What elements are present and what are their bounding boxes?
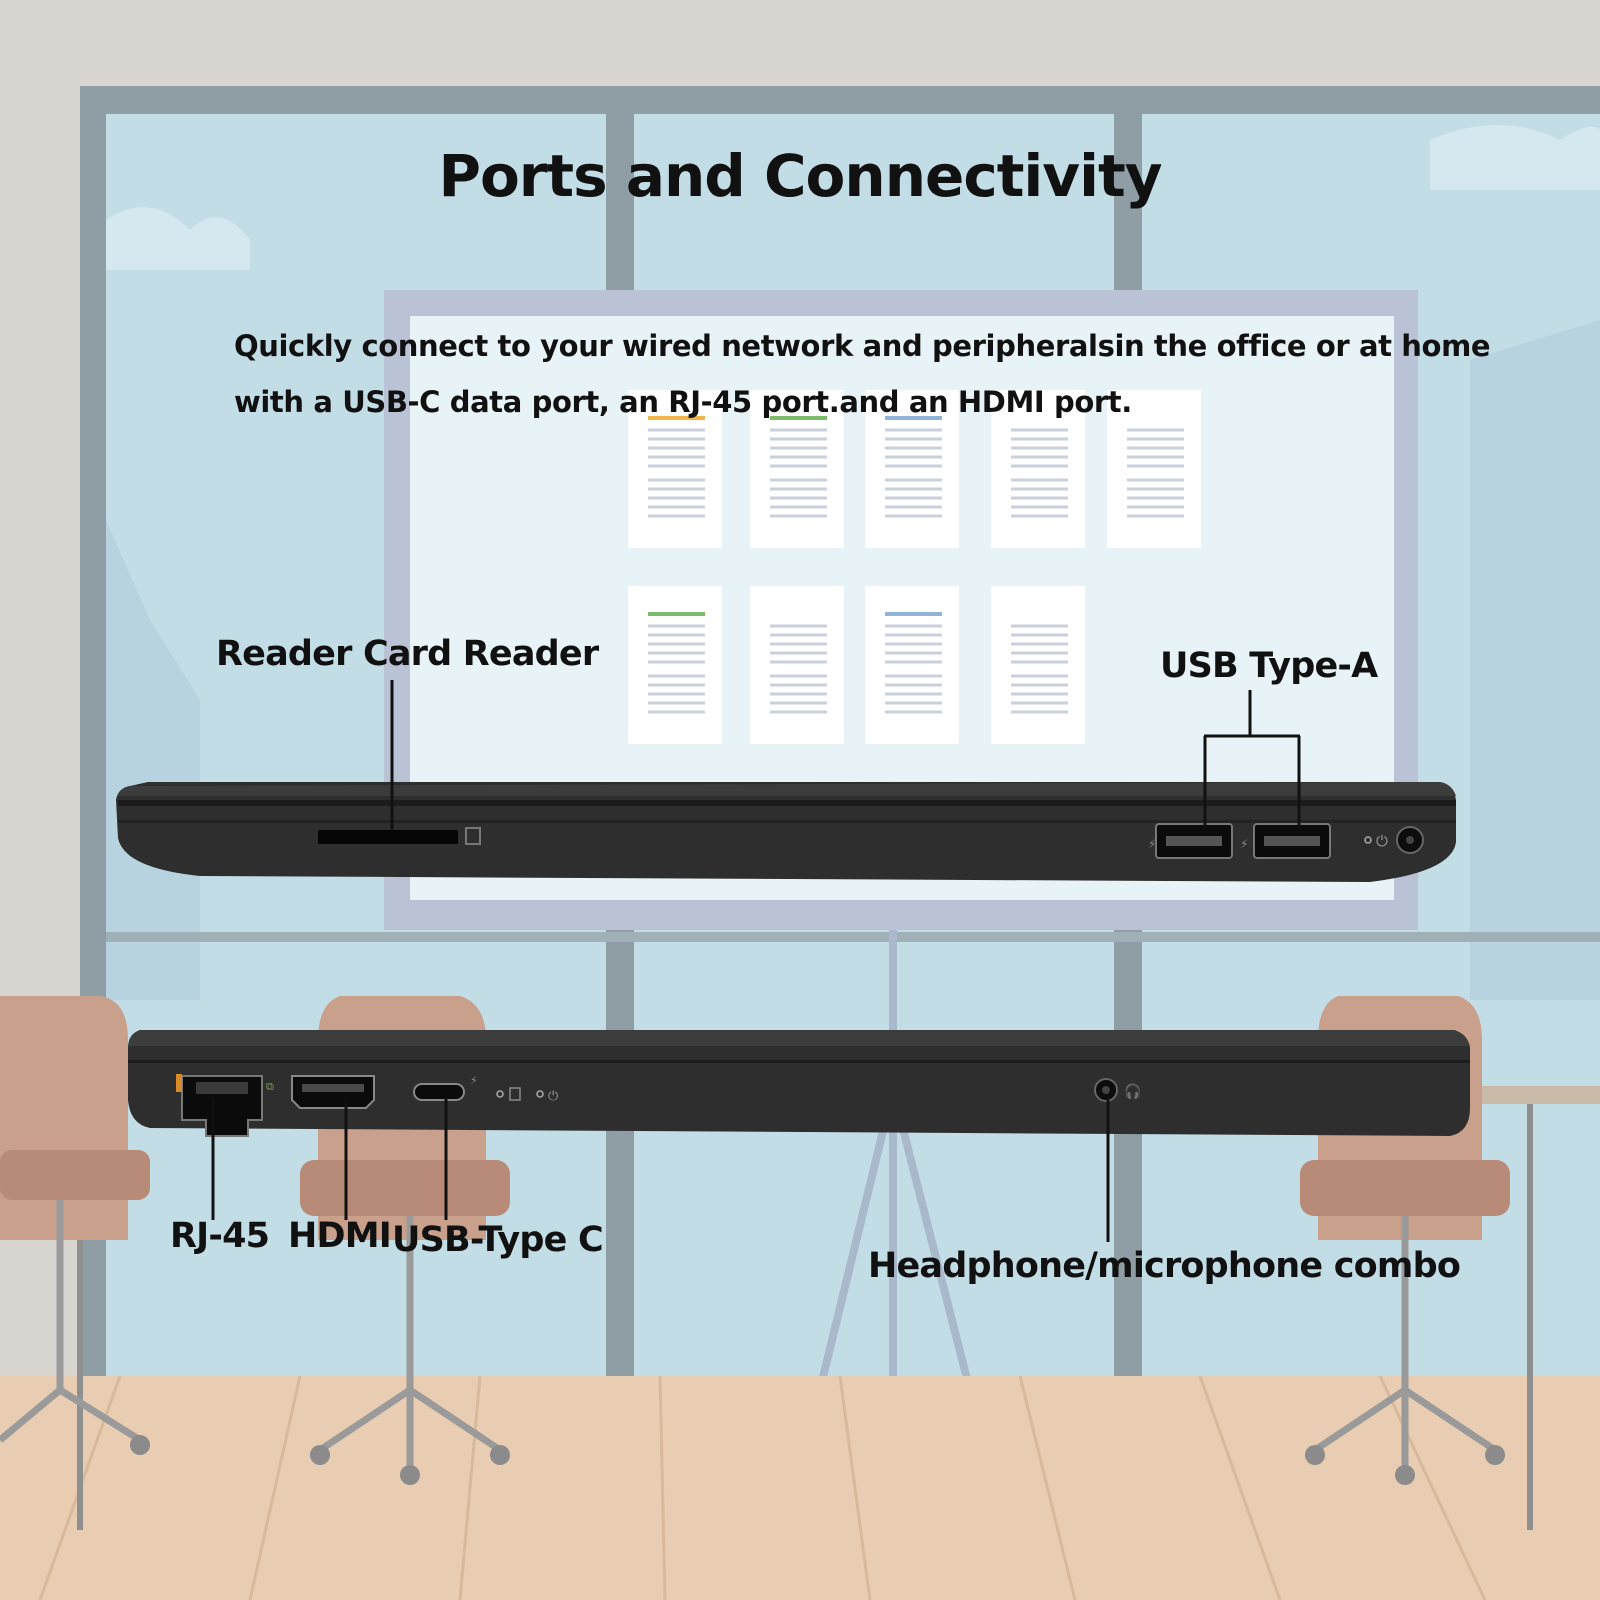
power-led-icon bbox=[1364, 836, 1372, 844]
hdmi-port bbox=[291, 1075, 375, 1109]
usb-a-port-1 bbox=[1155, 823, 1233, 859]
callout-card-reader: Reader Card Reader bbox=[216, 634, 599, 674]
power-led-icon bbox=[536, 1090, 544, 1098]
svg-text:⏻: ⏻ bbox=[1376, 832, 1388, 850]
page-title: Ports and Connectivity bbox=[438, 142, 1162, 210]
sd-card-icon bbox=[465, 827, 481, 845]
usb-symbol-icon: ⚡ bbox=[470, 1074, 478, 1087]
rj45-port bbox=[181, 1075, 263, 1137]
intro-line-2: with a USB-C data port, an RJ-45 port.an… bbox=[234, 385, 1132, 419]
usb-c-port bbox=[413, 1083, 465, 1101]
usb-symbol-icon: ⚡ bbox=[1148, 837, 1156, 851]
callout-audio-combo: Headphone/microphone combo bbox=[868, 1246, 1461, 1286]
callout-usb-type-a: USB Type-A bbox=[1160, 646, 1378, 686]
headphone-icon: 🎧 bbox=[1124, 1083, 1141, 1100]
usb-symbol-icon: ⚡ bbox=[1240, 837, 1248, 851]
usb-a-port-2 bbox=[1253, 823, 1331, 859]
ethernet-icon: ⧉ bbox=[266, 1080, 274, 1093]
svg-text:⏻: ⏻ bbox=[548, 1089, 558, 1104]
callout-usb-type-c: USB-Type C bbox=[392, 1220, 604, 1260]
callout-hdmi: HDMI bbox=[288, 1216, 392, 1256]
sd-card-slot bbox=[318, 830, 458, 844]
intro-line-1: Quickly connect to your wired network an… bbox=[234, 329, 1491, 363]
callout-rj45: RJ-45 bbox=[170, 1216, 270, 1256]
intro-text: Quickly connect to your wired network an… bbox=[234, 318, 1491, 430]
